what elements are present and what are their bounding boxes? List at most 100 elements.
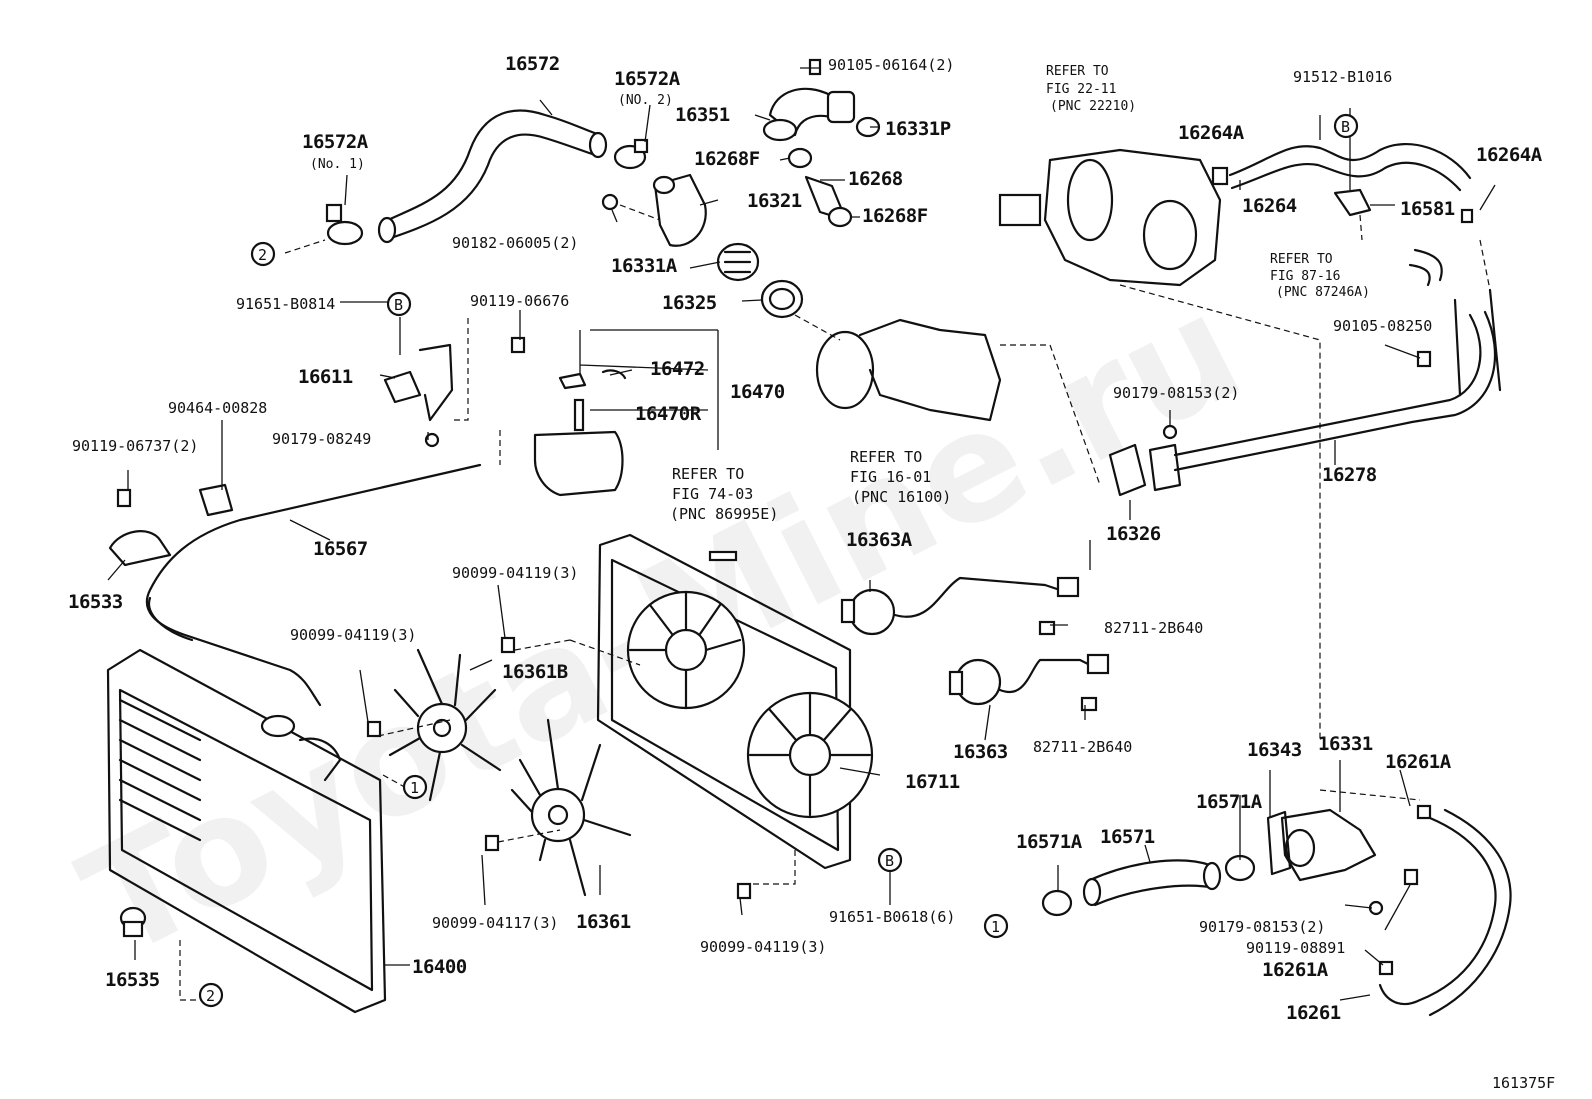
marker-b-bottom: B bbox=[877, 847, 903, 873]
label-90464-00828: 90464-00828 bbox=[168, 399, 267, 417]
svg-text:2: 2 bbox=[258, 246, 267, 264]
water-inlet-16331 bbox=[1280, 808, 1377, 882]
label-16470: 16470 bbox=[730, 381, 785, 403]
label-90105-08250: 90105-08250 bbox=[1333, 317, 1432, 335]
label-90099-04119-b: 90099-04119(3) bbox=[290, 626, 416, 644]
drain-plug-body bbox=[122, 920, 144, 938]
label-90179-08249: 90179-08249 bbox=[272, 430, 371, 448]
ref-22-11-line3: (PNC 22210) bbox=[1050, 99, 1136, 114]
label-16351: 16351 bbox=[675, 104, 730, 126]
throttle-body bbox=[998, 148, 1222, 287]
label-90099-04119-c: 90099-04119(3) bbox=[700, 938, 826, 956]
label-16535: 16535 bbox=[105, 969, 160, 991]
ref-74-03-line1: REFER TO bbox=[672, 465, 744, 483]
label-90099-04117: 90099-04117(3) bbox=[432, 914, 558, 932]
ref-74-03-line3: (PNC 86995E) bbox=[670, 505, 778, 523]
clamp-16264a bbox=[1211, 166, 1229, 186]
bolt-90105-08250 bbox=[1416, 350, 1432, 368]
upper-radiator-hose bbox=[383, 109, 602, 242]
figure-id: 161375F bbox=[1492, 1074, 1555, 1092]
clamp-16533 bbox=[108, 530, 172, 567]
label-16470r: 16470R bbox=[635, 403, 702, 425]
svg-text:2: 2 bbox=[206, 987, 215, 1005]
label-16533: 16533 bbox=[68, 591, 123, 613]
svg-text:B: B bbox=[1341, 118, 1350, 136]
label-91651-b0814: 91651-B0814 bbox=[236, 295, 335, 313]
hose-to-heater bbox=[1408, 248, 1443, 287]
label-16361: 16361 bbox=[576, 911, 631, 933]
label-82711-2b640-a: 82711-2B640 bbox=[1104, 619, 1203, 637]
marker-2-bottom: 2 bbox=[198, 982, 224, 1008]
gasket-16326 bbox=[1108, 443, 1147, 497]
overflow-hose-16567 bbox=[145, 463, 482, 707]
label-16321: 16321 bbox=[747, 190, 802, 212]
nut-90179-08249 bbox=[424, 432, 440, 448]
label-16261: 16261 bbox=[1286, 1002, 1341, 1024]
ref-22-11-line2: FIG 22-11 bbox=[1046, 82, 1116, 97]
water-inlet-16321 bbox=[652, 173, 707, 247]
pipe-flange bbox=[1148, 443, 1182, 492]
water-outlet-16351 bbox=[762, 87, 856, 142]
hose-16261 bbox=[1378, 808, 1512, 1017]
ref-87-16-line3: (PNC 87246A) bbox=[1276, 285, 1370, 300]
fan-16361b bbox=[388, 648, 502, 802]
label-16571: 16571 bbox=[1100, 826, 1155, 848]
reservoir-tank-16470 bbox=[533, 369, 627, 497]
svg-text:1: 1 bbox=[991, 918, 1000, 936]
hose-end bbox=[588, 131, 608, 159]
marker-b-right: B bbox=[1333, 113, 1359, 139]
marker-b-left: B bbox=[386, 291, 412, 317]
label-16571a-b: 16571A bbox=[1016, 831, 1083, 853]
label-16264: 16264 bbox=[1242, 195, 1297, 217]
label-16268f-a: 16268F bbox=[694, 148, 760, 170]
label-90179-08153-b: 90179-08153(2) bbox=[1199, 918, 1325, 936]
label-16268f-b: 16268F bbox=[862, 205, 928, 227]
ref-74-03-line2: FIG 74-03 bbox=[672, 485, 753, 503]
label-16572a-no2: 16572A bbox=[614, 68, 681, 90]
dash-lines bbox=[179, 204, 1491, 1001]
bolt-90105-06164 bbox=[808, 58, 822, 76]
label-82711-2b640-b: 82711-2B640 bbox=[1033, 738, 1132, 756]
fan-motor-16363 bbox=[948, 653, 1110, 706]
bolt-90119-06676 bbox=[510, 336, 526, 354]
label-16325: 16325 bbox=[662, 292, 717, 314]
label-16400: 16400 bbox=[412, 956, 467, 978]
bolt-90099-04117 bbox=[484, 834, 500, 852]
label-16343: 16343 bbox=[1247, 739, 1302, 761]
label-16472: 16472 bbox=[650, 358, 705, 380]
label-16278: 16278 bbox=[1322, 464, 1377, 486]
bolt-90119-06737 bbox=[116, 488, 132, 508]
bolt-90099-04119-c bbox=[736, 882, 752, 900]
clamp-16264a-b bbox=[1460, 208, 1474, 224]
label-16571a-a: 16571A bbox=[1196, 791, 1263, 813]
clamp-90464-00828 bbox=[198, 483, 234, 517]
label-16572a-no1: 16572A bbox=[302, 131, 369, 153]
fan-shroud-16711 bbox=[596, 533, 874, 870]
bracket-16611 bbox=[383, 343, 454, 422]
gasket-16343 bbox=[1266, 810, 1292, 876]
label-16261a-b: 16261A bbox=[1262, 959, 1329, 981]
svg-text:B: B bbox=[394, 296, 403, 314]
radiator-16400 bbox=[106, 648, 387, 1014]
ref-16-01-line1: REFER TO bbox=[850, 448, 922, 466]
label-90099-04119-a: 90099-04119(3) bbox=[452, 564, 578, 582]
clamp-16572a-no1 bbox=[325, 203, 364, 246]
ref-22-11-line1: REFER TO bbox=[1046, 64, 1109, 79]
hose-outline bbox=[147, 596, 194, 642]
label-16711: 16711 bbox=[905, 771, 960, 793]
label-16331p: 16331P bbox=[885, 118, 951, 140]
ref-87-16-line2: FIG 87-16 bbox=[1270, 269, 1340, 284]
label-16261a-a: 16261A bbox=[1385, 751, 1452, 773]
hose-end bbox=[377, 216, 397, 244]
label-16264a-b: 16264A bbox=[1476, 144, 1543, 166]
marker-1-fan: 1 bbox=[402, 774, 428, 800]
label-16268: 16268 bbox=[848, 168, 903, 190]
label-90119-08891: 90119-08891 bbox=[1246, 939, 1345, 957]
o-ring-16268f bbox=[787, 147, 813, 169]
label-16331a: 16331A bbox=[611, 255, 678, 277]
o-ring-16268f-b bbox=[827, 206, 853, 228]
label-90119-06676: 90119-06676 bbox=[470, 292, 569, 310]
thermostat-16331a bbox=[716, 242, 760, 282]
fan-16361 bbox=[510, 718, 632, 897]
